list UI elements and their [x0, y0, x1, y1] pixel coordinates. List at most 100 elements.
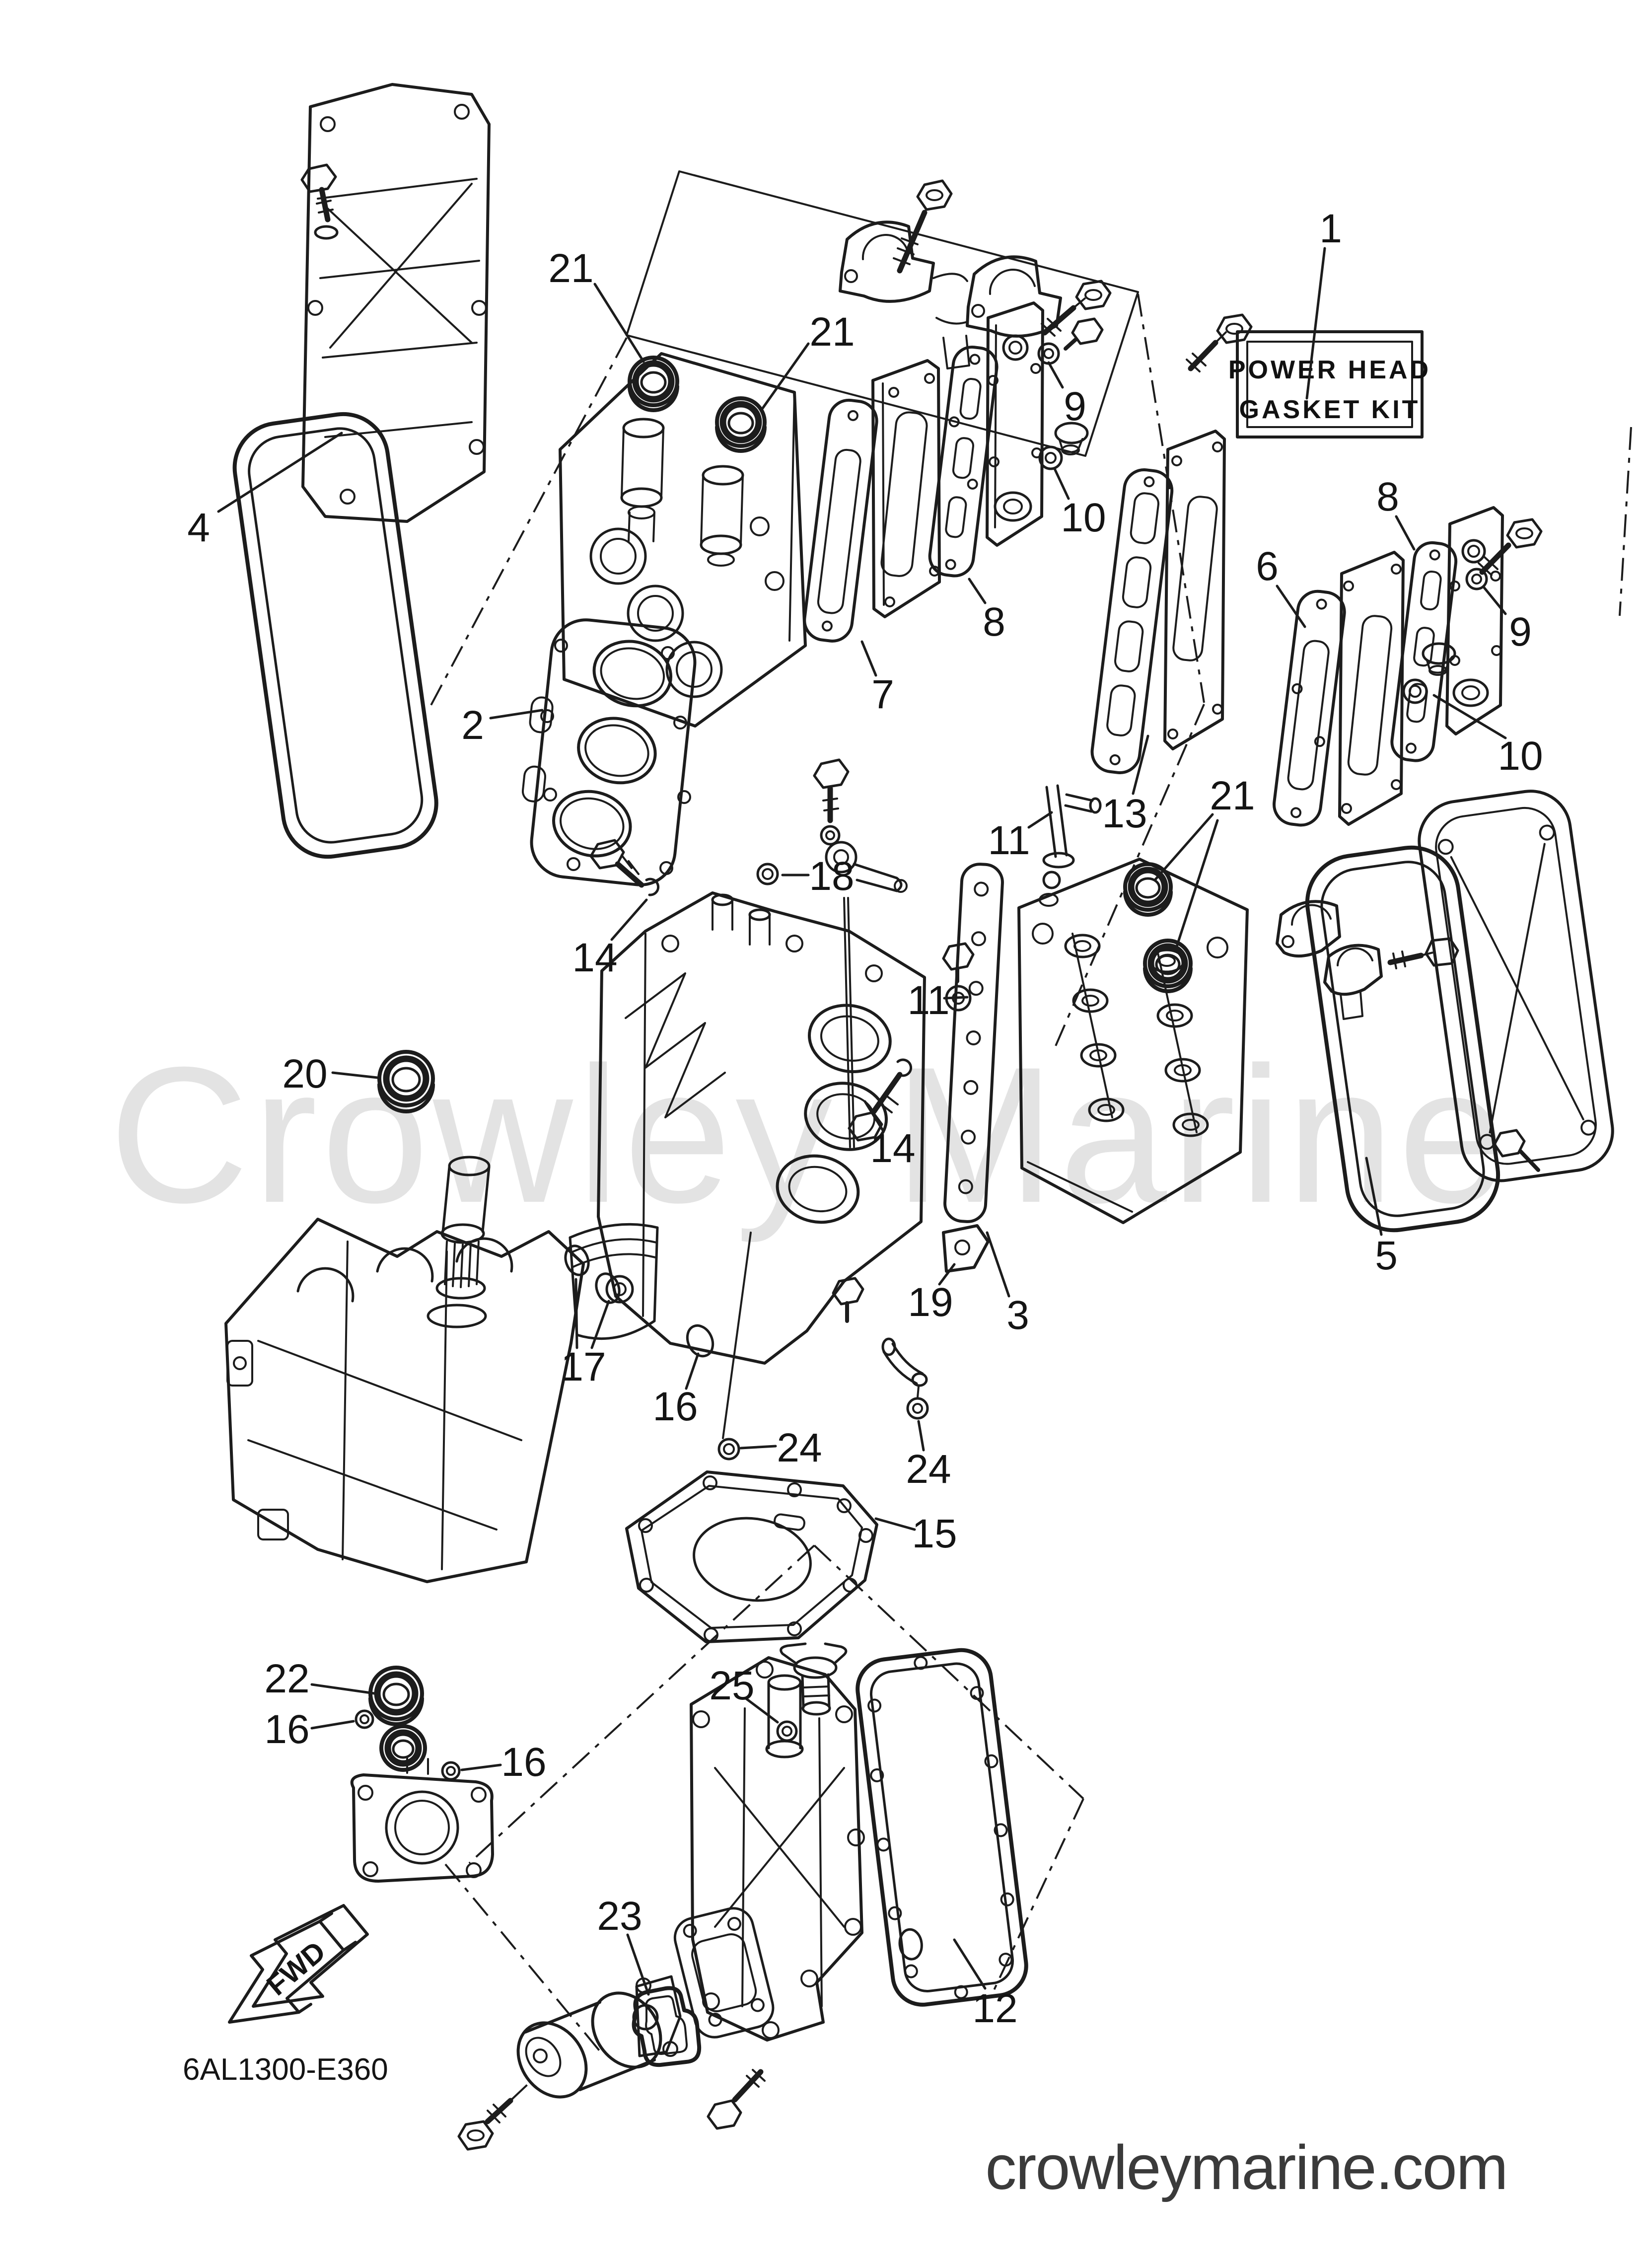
- callout-leader-23: [626, 1933, 650, 1996]
- part-camshaft-caps: [839, 220, 1062, 369]
- callout-leader-8: [968, 578, 987, 604]
- callout-number-24: 24: [777, 1425, 822, 1470]
- part-camshaft-caps-right: [1276, 900, 1383, 1020]
- callout-leader-21: [761, 342, 810, 410]
- callout-leader-5: [1365, 1157, 1383, 1236]
- bolt-small-left: [1064, 317, 1104, 351]
- part-exhaust-inner-cover-right: [1163, 430, 1226, 750]
- bolt-head-cover: [300, 163, 339, 240]
- callout-leader-22: [310, 1683, 376, 1695]
- callout-number-19: 19: [908, 1280, 953, 1325]
- part-thermostat-housing: [350, 1757, 494, 1883]
- part-gasket-6: [1273, 589, 1346, 827]
- callout-number-1: 1: [1319, 206, 1342, 251]
- part-exhaust-inner-cover-left: [871, 359, 941, 618]
- part-oil-seal-lower: [379, 1724, 427, 1772]
- callout-leader-16: [460, 1763, 502, 1771]
- callout-leader-19: [938, 1263, 956, 1286]
- part-exhaust-mid-cover-right: [1338, 551, 1405, 826]
- callout-leader-11: [1027, 811, 1053, 829]
- part-gasket-23: [632, 1986, 702, 2067]
- kit-label-line2: GASKET KIT: [1239, 395, 1421, 424]
- callout-leader-4: [217, 432, 343, 513]
- callout-leader-9: [1482, 585, 1507, 615]
- part-cylinder-head-2: [1017, 858, 1249, 1224]
- callout-number-4: 4: [187, 505, 210, 550]
- bolt-camshaft-cap: [893, 179, 953, 274]
- callout-number-21: 21: [809, 309, 855, 355]
- callout-number-17: 17: [561, 1344, 606, 1390]
- callout-number-16: 16: [501, 1740, 546, 1785]
- bolt-under-block: [832, 1277, 864, 1323]
- callout-number-13: 13: [1102, 791, 1147, 836]
- callout-leader-7: [860, 640, 877, 677]
- bolt-9-right: [1478, 518, 1543, 576]
- callout-leader-14: [610, 898, 648, 941]
- callout-number-23: 23: [597, 1894, 642, 1939]
- part-oil-seal-21a: [628, 356, 679, 412]
- part-oil-filler-cap-25: [780, 1642, 848, 1716]
- callout-number-10: 10: [1498, 733, 1543, 779]
- callout-leader-11: [943, 996, 969, 1000]
- callout-number-8: 8: [1376, 474, 1399, 519]
- part-exhaust-outer-cover-right: [1445, 506, 1504, 735]
- callout-leader-3: [986, 1231, 1010, 1298]
- part-gasket-12: [856, 1648, 1028, 2007]
- part-gasket-3: [943, 863, 1004, 1223]
- part-gasket-4-head-cover: [232, 412, 438, 859]
- callout-number-14: 14: [572, 935, 617, 980]
- callout-number-12: 12: [972, 1986, 1017, 2031]
- washer-9-right: [1465, 568, 1488, 590]
- callout-leader-21: [593, 283, 645, 363]
- callout-number-9: 9: [1509, 609, 1532, 655]
- part-oil-pan-body: [690, 1656, 865, 2042]
- callout-leader-21: [1174, 819, 1219, 951]
- callout-number-2: 2: [461, 703, 484, 748]
- part-breather-elbow: [881, 1337, 929, 1420]
- bolt-camshaft-cap-right: [1387, 937, 1459, 969]
- fwd-arrow: FWD: [228, 1904, 369, 2024]
- callout-leader-14: [863, 1100, 884, 1132]
- drawing-code: 6AL1300-E360: [183, 2052, 388, 2087]
- part-oil-pipe-assembly: [813, 758, 908, 1148]
- kit-label-box: POWER HEAD GASKET KIT: [1228, 330, 1428, 439]
- callout-leader-10: [1053, 467, 1070, 500]
- part-gasket-7: [803, 398, 878, 643]
- part-oil-seal-22: [368, 1666, 424, 1726]
- part-oil-seal-21c: [1123, 862, 1173, 917]
- part-thermostat-cover-gasket: [673, 1907, 775, 2039]
- part-o-ring-24a: [717, 1438, 740, 1461]
- callout-leader-20: [331, 1071, 379, 1079]
- part-starter-motor: [516, 1975, 682, 2099]
- callout-number-5: 5: [1375, 1233, 1398, 1278]
- part-o-ring-25: [776, 1720, 798, 1742]
- callout-leader-8: [1395, 515, 1416, 551]
- part-o-ring-16-left: [355, 1709, 374, 1729]
- callout-leader-9: [1047, 361, 1064, 389]
- part-cylinder-block: [597, 891, 926, 1365]
- callout-leader-24: [917, 1420, 925, 1452]
- callout-leader-24: [739, 1445, 777, 1450]
- callout-leader-15: [874, 1517, 916, 1531]
- callout-number-21: 21: [548, 246, 593, 291]
- part-o-ring-18: [756, 863, 779, 885]
- bolt-starter-right: [707, 2069, 766, 2130]
- part-piston: [569, 1223, 659, 1340]
- bolt-9-left: [1041, 280, 1112, 337]
- callout-leader-10: [1432, 694, 1507, 739]
- callout-number-16: 16: [264, 1707, 309, 1752]
- part-cylinder-head-1: [559, 352, 807, 728]
- callout-number-9: 9: [1064, 384, 1086, 429]
- dowel-pin: [722, 1232, 752, 1439]
- callout-number-14: 14: [870, 1126, 915, 1171]
- part-gasket-5-valve-cover: [1305, 845, 1500, 1233]
- callout-number-7: 7: [871, 672, 894, 717]
- callout-number-10: 10: [1061, 495, 1106, 540]
- callout-leader-1: [1305, 247, 1326, 400]
- callout-leader-13: [1132, 734, 1149, 795]
- callout-leader-25: [744, 1697, 779, 1724]
- part-exhaust-outer-cover-left: [986, 301, 1044, 547]
